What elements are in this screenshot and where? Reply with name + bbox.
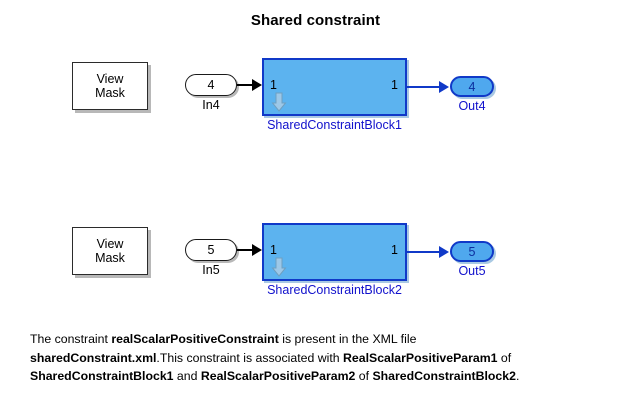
signal-line-in-2 xyxy=(237,249,254,251)
desc-l3-part1: and xyxy=(173,369,201,383)
block-output-port-number: 1 xyxy=(391,243,398,257)
desc-l2-part2: of xyxy=(497,350,512,365)
desc-l2-bold1: sharedConstraint.xml xyxy=(30,350,157,365)
shared-constraint-block-label-2: SharedConstraintBlock2 xyxy=(267,283,402,297)
inport-block-2[interactable]: 5 xyxy=(185,239,237,261)
inport-value: 4 xyxy=(207,78,215,92)
outport-label-1: Out4 xyxy=(458,99,486,113)
view-mask-label: View Mask xyxy=(95,72,125,100)
inport-label-2: In5 xyxy=(202,263,220,277)
outport-block-2[interactable]: 5 xyxy=(450,241,494,262)
block-input-port-number: 1 xyxy=(270,243,277,257)
description-line-3: SharedConstraintBlock1 and RealScalarPos… xyxy=(30,367,610,386)
desc-l1-bold1: realScalarPositiveConstraint xyxy=(111,332,279,346)
desc-l3-bold2: RealScalarPositiveParam2 xyxy=(200,369,356,383)
shared-constraint-block-label-1: SharedConstraintBlock1 xyxy=(267,118,402,132)
desc-l3-bold3: SharedConstraintBlock2 xyxy=(372,369,516,383)
arrow-head-in-icon xyxy=(252,78,262,91)
diagram-row-2: View Mask 5 In5 1 1 SharedConstraintBloc… xyxy=(0,217,631,312)
block-output-port-number: 1 xyxy=(391,78,398,92)
view-mask-label: View Mask xyxy=(95,237,125,265)
outport-value: 4 xyxy=(468,79,476,94)
description-text: The constraint realScalarPositiveConstra… xyxy=(30,330,610,386)
inport-label-1: In4 xyxy=(202,98,220,112)
view-mask-block-1[interactable]: View Mask xyxy=(72,62,148,110)
inport-block-1[interactable]: 4 xyxy=(185,74,237,96)
shared-constraint-block-2[interactable]: 1 1 xyxy=(262,223,407,281)
desc-l2-part1: .This constraint is associated with xyxy=(156,350,344,365)
shared-constraint-block-1[interactable]: 1 1 xyxy=(262,58,407,116)
page-title: Shared constraint xyxy=(250,12,381,29)
outport-block-1[interactable]: 4 xyxy=(450,76,494,97)
desc-l3-bold1: SharedConstraintBlock1 xyxy=(30,369,174,383)
block-input-port-number: 1 xyxy=(270,78,277,92)
arrow-head-out-icon xyxy=(439,245,449,258)
desc-l3-part3: . xyxy=(515,369,520,383)
signal-line-in-1 xyxy=(237,84,254,86)
desc-l1-part1: The constraint xyxy=(30,332,112,346)
view-mask-block-2[interactable]: View Mask xyxy=(72,227,148,275)
signal-line-out-1 xyxy=(407,86,441,88)
desc-l3-part2: of xyxy=(355,369,373,383)
inport-value: 5 xyxy=(207,243,215,257)
desc-l2-bold2: RealScalarPositiveParam1 xyxy=(343,350,498,365)
desc-l1-part2: is present in the XML file xyxy=(278,332,417,346)
mask-down-arrow-icon xyxy=(271,257,287,277)
signal-line-out-2 xyxy=(407,251,441,253)
description-line-1: The constraint realScalarPositiveConstra… xyxy=(30,330,610,349)
arrow-head-in-icon xyxy=(252,243,262,256)
diagram-row-1: View Mask 4 In4 1 1 SharedConstraintBloc… xyxy=(0,52,631,147)
outport-value: 5 xyxy=(468,244,476,259)
description-line-2: sharedConstraint.xml.This constraint is … xyxy=(30,349,610,368)
arrow-head-out-icon xyxy=(439,80,449,93)
outport-label-2: Out5 xyxy=(458,264,486,278)
mask-down-arrow-icon xyxy=(271,92,287,112)
